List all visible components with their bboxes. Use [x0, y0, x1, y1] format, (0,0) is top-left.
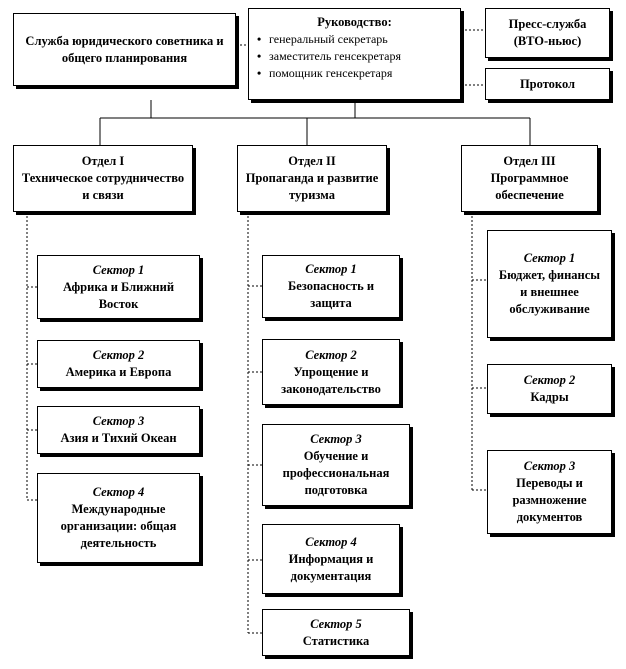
dept2-sector-1-box: Сектор 1 Безопасность и защита	[262, 255, 400, 318]
dept1-sector-4-box: Сектор 4 Международные организации: обща…	[37, 473, 200, 563]
sector-text: Бюджет, финансы и внешнее обслуживание	[498, 268, 601, 316]
dept1-sector-3-box: Сектор 3 Азия и Тихий Океан	[37, 406, 200, 454]
dept3-sector-1-box: Сектор 1 Бюджет, финансы и внешнее обслу…	[487, 230, 612, 338]
sector-text: Безопасность и защита	[287, 279, 375, 310]
sector-text: Азия и Тихий Океан	[60, 431, 177, 445]
press-service-title: Пресс-служба (ВТО-ньюс)	[508, 17, 587, 48]
sector-text: Упрощение и законодательство	[281, 364, 381, 396]
sector-text: Международные организации: общая деятель…	[60, 502, 177, 550]
leadership-item: помощник генсекретаря	[257, 65, 401, 82]
leadership-item: генеральный секретарь	[257, 31, 401, 48]
sector-label: Сектор 3	[92, 414, 145, 428]
dept2-sector-3-box: Сектор 3 Обучение и профессиональная под…	[262, 424, 410, 506]
legal-service-title: Служба юридического советника и общего п…	[25, 33, 224, 65]
leadership-item: заместитель генсекретаря	[257, 48, 401, 65]
sector-text: Обучение и профессиональная подготовка	[282, 449, 390, 497]
sector-label: Сектор 3	[523, 459, 576, 473]
sector-text: Америка и Европа	[65, 365, 172, 379]
dept3-sector-2-box: Сектор 2 Кадры	[487, 364, 612, 414]
leadership-box: Руководство: генеральный секретарь замес…	[248, 8, 461, 100]
sector-label: Сектор 4	[305, 534, 357, 549]
sector-label: Сектор 2	[523, 373, 576, 387]
department-1-subtitle: Техническое сотрудничество и связи	[21, 171, 185, 202]
department-2-box: Отдел II Пропаганда и развитие туризма	[237, 145, 387, 212]
dept3-sector-3-box: Сектор 3 Переводы и размножение документ…	[487, 450, 612, 534]
dept1-sector-1-box: Сектор 1 Африка и Ближний Восток	[37, 255, 200, 319]
sector-label: Сектор 2	[305, 347, 357, 362]
sector-text: Африка и Ближний Восток	[62, 279, 175, 311]
dept1-sector-2-box: Сектор 2 Америка и Европа	[37, 340, 200, 388]
department-2-subtitle: Пропаганда и развитие туризма	[245, 171, 379, 202]
sector-label: Сектор 3	[310, 432, 362, 446]
department-1-box: Отдел I Техническое сотрудничество и свя…	[13, 145, 193, 212]
sector-label: Сектор 5	[310, 616, 362, 631]
dept2-sector-4-box: Сектор 4 Информация и документация	[262, 524, 400, 594]
department-3-box: Отдел III Программное обеспечение	[461, 145, 598, 212]
department-3-subtitle: Программное обеспечение	[490, 171, 569, 202]
department-1-name: Отдел I	[81, 154, 125, 168]
sector-label: Сектор 4	[92, 485, 145, 499]
leadership-title: Руководство:	[317, 15, 392, 29]
sector-text: Статистика	[302, 633, 370, 648]
dept2-sector-2-box: Сектор 2 Упрощение и законодательство	[262, 339, 400, 405]
protocol-box: Протокол	[485, 68, 610, 100]
leadership-list: генеральный секретарь заместитель генсек…	[257, 31, 401, 82]
sector-label: Сектор 1	[305, 262, 357, 276]
sector-text: Кадры	[530, 390, 569, 404]
legal-service-box: Служба юридического советника и общего п…	[13, 13, 236, 86]
department-3-name: Отдел III	[503, 154, 556, 168]
sector-label: Сектор 2	[92, 348, 145, 362]
sector-label: Сектор 1	[92, 262, 145, 277]
department-2-name: Отдел II	[288, 154, 336, 168]
press-service-box: Пресс-служба (ВТО-ньюс)	[485, 8, 610, 58]
sector-label: Сектор 1	[523, 251, 576, 265]
sector-text: Информация и документация	[288, 551, 374, 583]
dept2-sector-5-box: Сектор 5 Статистика	[262, 609, 410, 656]
sector-text: Переводы и размножение документов	[512, 476, 587, 524]
protocol-title: Протокол	[519, 76, 576, 91]
